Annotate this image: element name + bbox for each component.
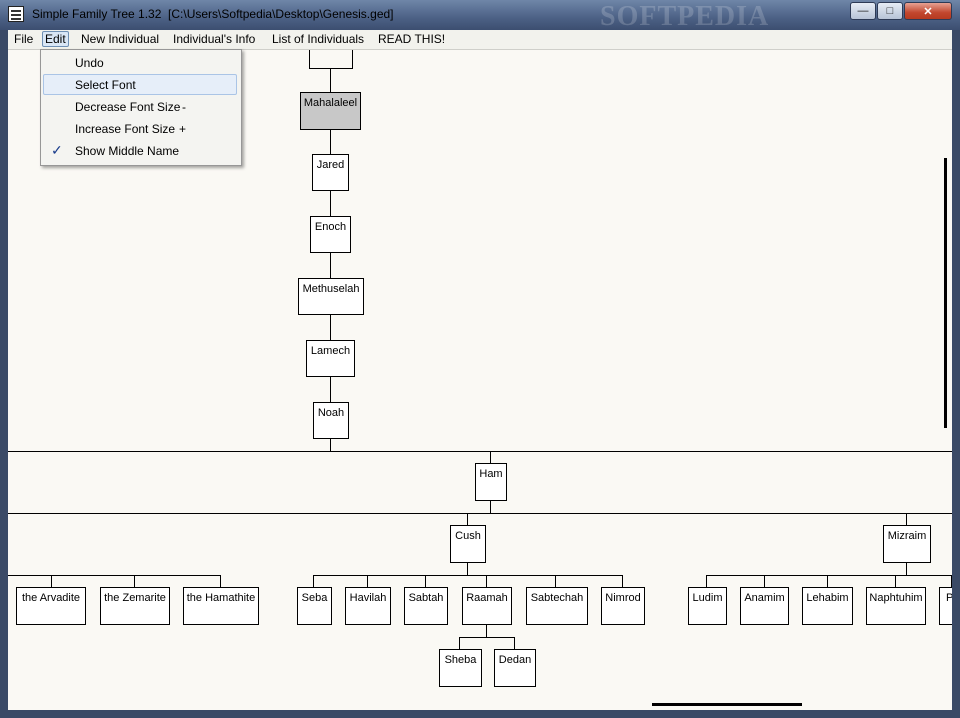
- edit-menu-undo[interactable]: Undo: [75, 56, 104, 70]
- checkmark-icon: ✓: [51, 142, 63, 158]
- node-seba[interactable]: Seba: [297, 587, 332, 625]
- node-dedan[interactable]: Dedan: [494, 649, 536, 687]
- maximize-button[interactable]: □: [877, 2, 903, 20]
- node-cush[interactable]: Cush: [450, 525, 486, 563]
- tree-canvas[interactable]: Mahalaleel Jared Enoch Methuselah Lamech…: [8, 50, 952, 710]
- node-noah[interactable]: Noah: [313, 402, 349, 439]
- node-sheba[interactable]: Sheba: [439, 649, 482, 687]
- window-title: Simple Family Tree 1.32 [C:\Users\Softpe…: [32, 7, 394, 21]
- edit-menu-decrease-font-size[interactable]: Decrease Font Size -: [75, 100, 186, 114]
- edit-menu-show-middle-name[interactable]: ✓ Show Middle Name: [51, 142, 180, 158]
- vertical-scroll-indicator[interactable]: [944, 158, 947, 428]
- node-jared[interactable]: Jared: [312, 154, 349, 191]
- menu-bar: File Edit New Individual Individual's In…: [8, 30, 952, 50]
- node-havilah[interactable]: Havilah: [345, 587, 391, 625]
- menu-new-individual[interactable]: New Individual: [81, 32, 160, 46]
- node-methuselah[interactable]: Methuselah: [298, 278, 364, 315]
- increase-shortcut: +: [179, 122, 187, 136]
- app-icon[interactable]: [8, 6, 24, 22]
- node-nimrod[interactable]: Nimrod: [601, 587, 645, 625]
- node-pathrusim-cut[interactable]: P: [939, 587, 952, 625]
- edit-menu-dropdown: Undo Select Font Decrease Font Size - In…: [40, 49, 242, 166]
- node-enoch[interactable]: Enoch: [310, 216, 351, 253]
- node-naphtuhim[interactable]: Naphtuhim: [866, 587, 926, 625]
- menu-edit[interactable]: Edit: [42, 31, 69, 47]
- node-lamech[interactable]: Lamech: [306, 340, 355, 377]
- node-lehabim[interactable]: Lehabim: [802, 587, 853, 625]
- edit-menu-increase-font-size[interactable]: Increase Font Size +: [75, 122, 187, 136]
- node-the-zemarite[interactable]: the Zemarite: [100, 587, 170, 625]
- menu-file[interactable]: File: [14, 32, 34, 46]
- horizontal-scroll-indicator[interactable]: [652, 703, 802, 706]
- node-sabtah[interactable]: Sabtah: [404, 587, 448, 625]
- node-ham[interactable]: Ham: [475, 463, 507, 501]
- node-sabtechah[interactable]: Sabtechah: [526, 587, 588, 625]
- node-mizraim[interactable]: Mizraim: [883, 525, 931, 563]
- decrease-shortcut: -: [182, 100, 186, 114]
- node-ludim[interactable]: Ludim: [688, 587, 727, 625]
- menu-individuals-info[interactable]: Individual's Info: [173, 32, 256, 46]
- node-anamim[interactable]: Anamim: [740, 587, 789, 625]
- edit-menu-select-font[interactable]: Select Font: [43, 74, 237, 95]
- menu-list-of-individuals[interactable]: List of Individuals: [272, 32, 365, 46]
- watermark: SOFTPEDIA: [600, 1, 770, 32]
- menu-read-this[interactable]: READ THIS!: [378, 32, 446, 46]
- minimize-button[interactable]: —: [850, 2, 876, 20]
- close-button[interactable]: ✕: [904, 2, 952, 20]
- node-mahalaleel[interactable]: Mahalaleel: [300, 92, 361, 130]
- node-raamah[interactable]: Raamah: [462, 587, 512, 625]
- node-the-arvadite[interactable]: the Arvadite: [16, 587, 86, 625]
- node-the-hamathite[interactable]: the Hamathite: [183, 587, 259, 625]
- title-bar: Simple Family Tree 1.32 [C:\Users\Softpe…: [0, 0, 960, 32]
